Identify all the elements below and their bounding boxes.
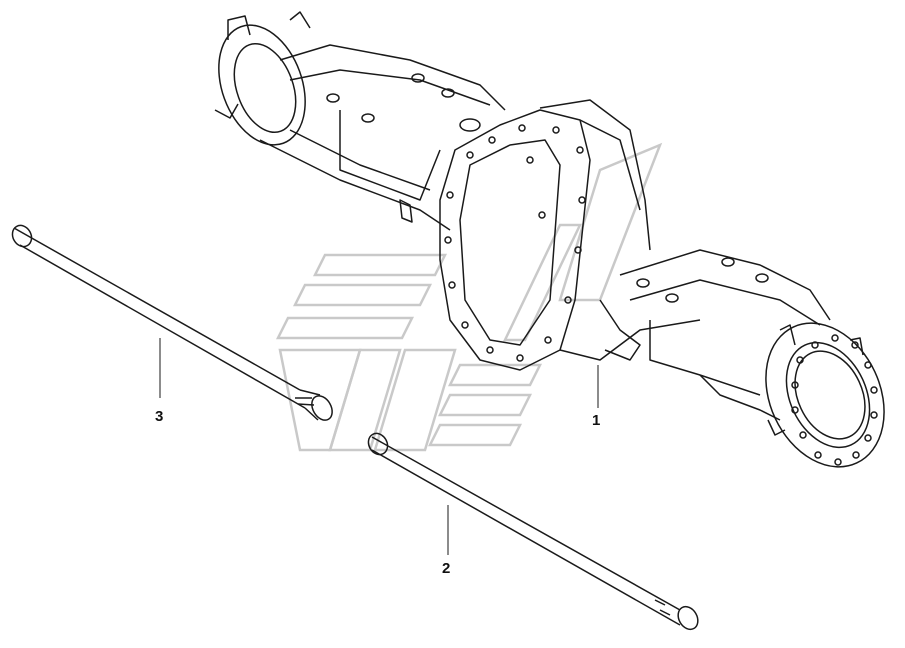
hub-bolt-holes: [791, 334, 878, 466]
callout-label-1: 1: [592, 412, 601, 429]
half-shaft-rear: [11, 224, 333, 421]
flange-bolt-holes: [444, 124, 586, 362]
callout-label-3: 3: [155, 408, 164, 425]
half-shaft-front: [367, 432, 699, 631]
watermark-logo: [275, 142, 663, 452]
callout-label-2: 2: [442, 560, 451, 577]
axle-housing: [214, 11, 885, 468]
leader-lines: [159, 338, 599, 555]
